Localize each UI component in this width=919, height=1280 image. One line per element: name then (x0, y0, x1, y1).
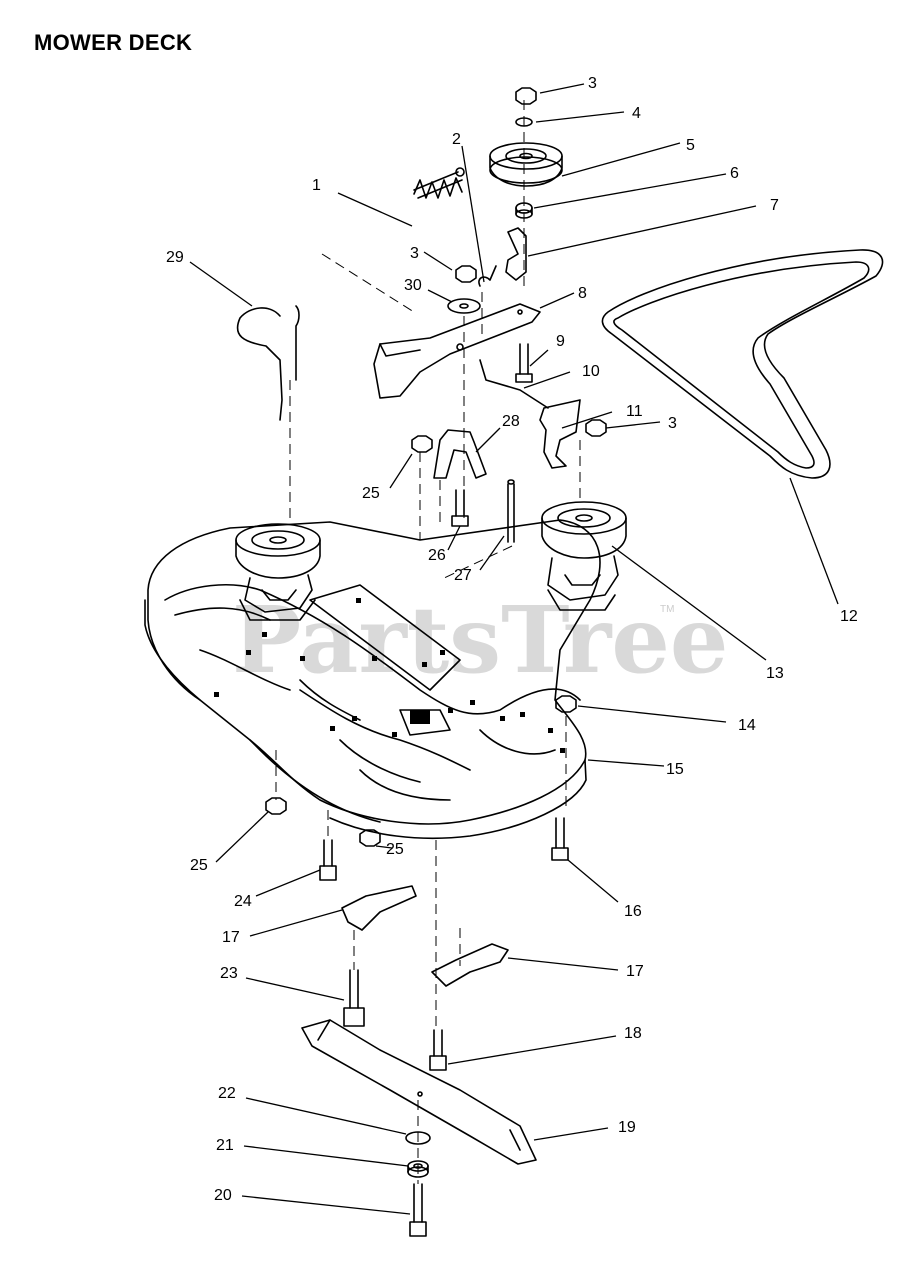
bolt-20 (409, 1183, 427, 1237)
link-rod-10 (479, 359, 549, 409)
rod-27 (507, 479, 515, 543)
pivot-bracket (433, 429, 487, 479)
bolt-18 (429, 1029, 447, 1071)
nut-25-left (265, 797, 287, 815)
callout-7: 7 (770, 197, 779, 214)
nut-25-center (359, 829, 381, 847)
bolt-24 (319, 839, 337, 881)
watermark: PartsTree (232, 586, 728, 694)
callout-9: 9 (556, 333, 565, 350)
spring (413, 167, 465, 199)
callout-10: 10 (582, 363, 600, 380)
bolt-23 (343, 969, 365, 1027)
callout-22: 22 (218, 1085, 236, 1102)
deck-holes (214, 598, 565, 753)
callout-25-left: 25 (190, 857, 208, 874)
callout-29: 29 (166, 249, 184, 266)
left-spindle-assembly (235, 523, 321, 621)
callouts: 1 2 3 3 3 4 5 6 7 8 9 10 11 12 13 14 15 … (166, 75, 858, 1204)
bolt-26 (451, 489, 469, 527)
hairpin (478, 265, 497, 287)
mower-deck-housing (144, 519, 601, 840)
callout-25-top: 25 (362, 485, 380, 502)
callout-27: 27 (454, 567, 472, 584)
callout-3-mid: 3 (410, 245, 419, 262)
callout-30: 30 (404, 277, 422, 294)
leader-lines (189, 83, 839, 1215)
baffle-17-left (341, 885, 417, 931)
callout-1: 1 (312, 177, 321, 194)
nut-14 (555, 695, 577, 713)
callout-12: 12 (840, 608, 858, 625)
callout-15: 15 (666, 761, 684, 778)
callout-13: 13 (766, 665, 784, 682)
callout-2: 2 (452, 131, 461, 148)
belt-guide (539, 399, 581, 469)
bolt-16 (551, 817, 569, 861)
callout-14: 14 (738, 717, 756, 734)
callout-18: 18 (624, 1025, 642, 1042)
callout-6: 6 (730, 165, 739, 182)
wire-29 (236, 305, 300, 421)
callout-28: 28 (502, 413, 520, 430)
right-spindle-assembly (541, 501, 627, 611)
callout-4: 4 (632, 105, 641, 122)
callout-19: 19 (618, 1119, 636, 1136)
idler-bracket (505, 227, 527, 281)
callout-3-right: 3 (668, 415, 677, 432)
callout-21: 21 (216, 1137, 234, 1154)
drive-belt (601, 249, 884, 479)
idler-pulley (489, 142, 563, 187)
bolt-9 (515, 343, 533, 383)
watermark-tm: TM (660, 604, 674, 615)
nut-25-top (411, 435, 433, 453)
callout-26: 26 (428, 547, 446, 564)
washer-30 (447, 298, 481, 314)
idler-arm (373, 303, 541, 399)
callout-17-right: 17 (626, 963, 644, 980)
callout-8: 8 (578, 285, 587, 302)
callout-23: 23 (220, 965, 238, 982)
assembly-lines (275, 100, 581, 1184)
callout-5: 5 (686, 137, 695, 154)
callout-16: 16 (624, 903, 642, 920)
callout-20: 20 (214, 1187, 232, 1204)
page-title: MOWER DECK (34, 30, 193, 55)
nut-3-mid (455, 265, 477, 283)
callout-11: 11 (626, 403, 643, 420)
callout-25-center: 25 (386, 841, 404, 858)
callout-17-left: 17 (222, 929, 240, 946)
top-nut-3 (515, 87, 537, 105)
mower-blade (301, 1019, 537, 1165)
baffle-17-right (431, 943, 509, 987)
callout-3-top: 3 (588, 75, 597, 92)
nut-3-right (585, 419, 607, 437)
callout-24: 24 (234, 893, 252, 910)
